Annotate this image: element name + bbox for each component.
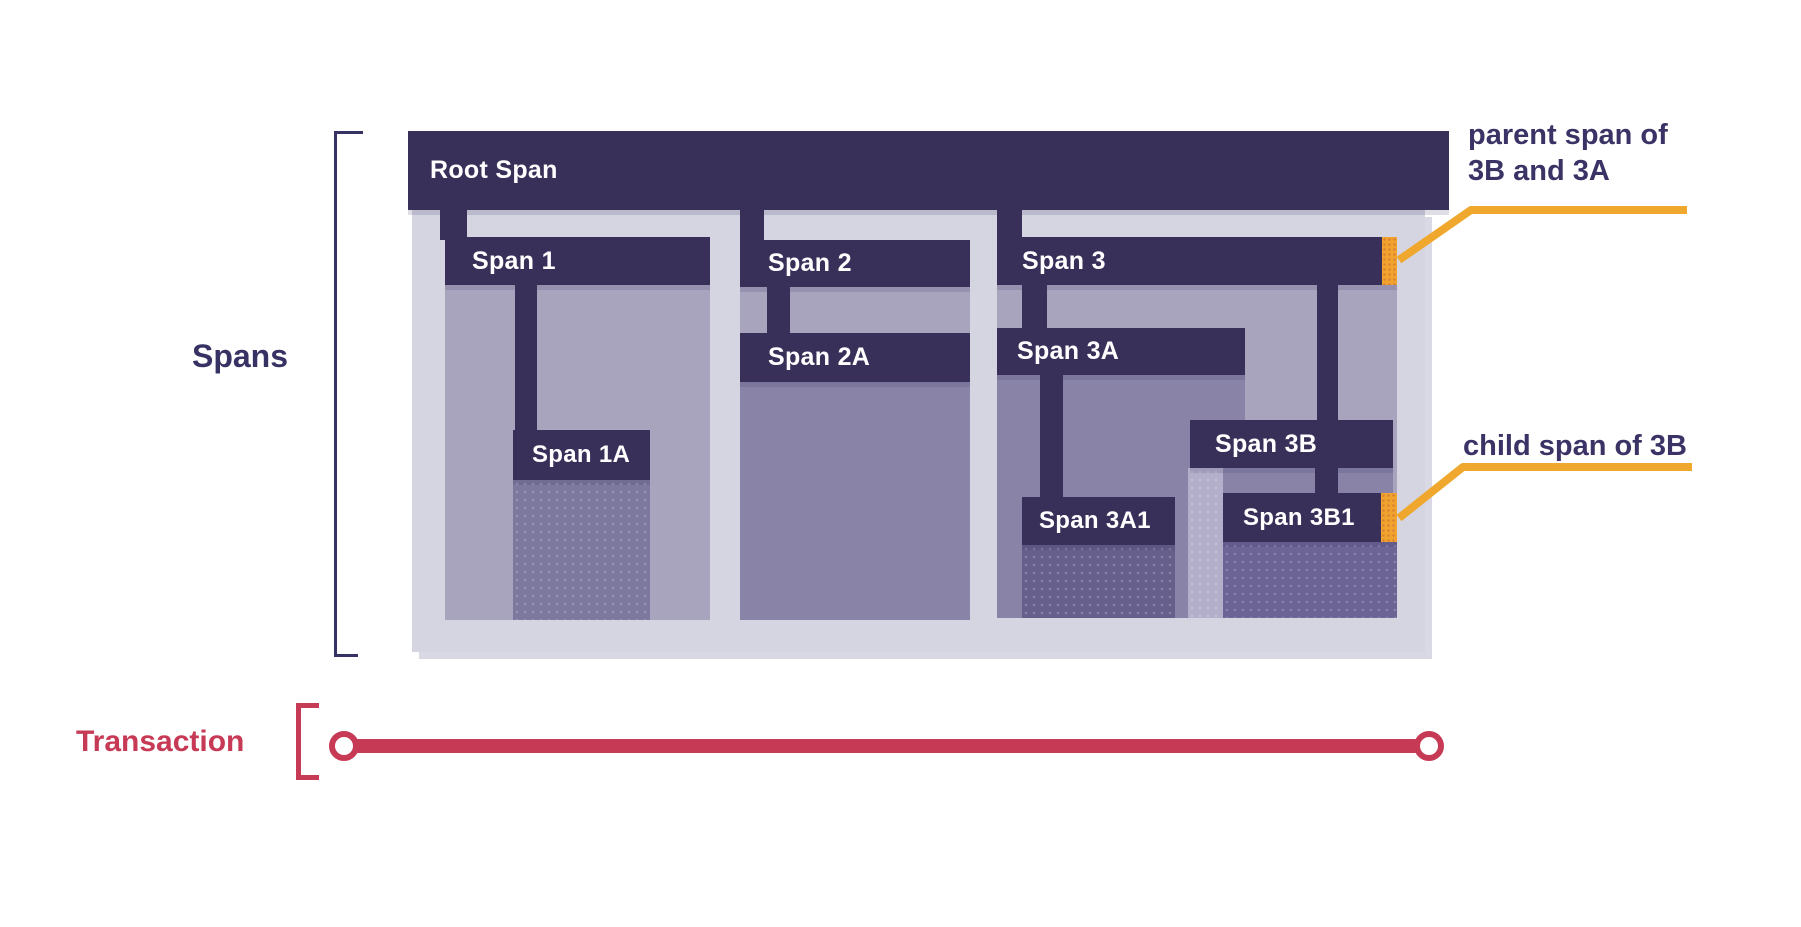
- connector-span3-to-span3b: [1317, 283, 1338, 423]
- span3b-label: Span 3B: [1215, 429, 1318, 458]
- span3a1-label: Span 3A1: [1039, 507, 1151, 534]
- span3b1-duration-body: [1223, 542, 1397, 618]
- span2a-duration-body: [740, 382, 970, 620]
- span3b1-label: Span 3B1: [1243, 503, 1355, 531]
- transaction-start-circle: [329, 731, 359, 761]
- span3-bar: Span 3: [997, 237, 1397, 285]
- spans-bracket-vertical: [334, 131, 337, 657]
- child-annotation-text: child span of 3B: [1463, 430, 1687, 462]
- span3b1-child-highlight-marker: [1381, 493, 1397, 542]
- parent-annotation-line: [1396, 206, 1687, 264]
- span3a1-bar: Span 3A1: [1022, 497, 1175, 545]
- span3b-duration-body: [1188, 468, 1223, 618]
- span1a-label: Span 1A: [532, 441, 631, 468]
- span3b-bar: Span 3B: [1190, 420, 1393, 468]
- transaction-bracket-vertical: [296, 703, 301, 780]
- span2-label: Span 2: [768, 249, 852, 277]
- span3a-label: Span 3A: [1017, 337, 1120, 365]
- transaction-bracket-bottom-arm: [296, 775, 319, 780]
- connector-root-to-span1: [440, 210, 467, 240]
- spans-label: Spans: [191, 338, 289, 374]
- transaction-label: Transaction: [76, 725, 245, 758]
- spans-bracket-bottom-arm: [334, 654, 358, 657]
- span1-label: Span 1: [472, 246, 556, 275]
- connector-span3-to-span3a: [1022, 283, 1047, 331]
- transaction-bracket-top-arm: [296, 703, 319, 708]
- spans-bracket-top-arm: [334, 131, 363, 134]
- parent-annotation-text: parent span of 3B and 3A: [1468, 117, 1668, 189]
- connector-span3a-to-span3a1: [1040, 375, 1063, 500]
- parent-annotation-line2: 3B and 3A: [1468, 155, 1610, 187]
- span3-parent-highlight-marker: [1382, 237, 1397, 285]
- connector-span3b-to-span3b1: [1315, 468, 1338, 496]
- span3a-bar: Span 3A: [997, 328, 1245, 375]
- span3a1-duration-body: [1022, 545, 1175, 618]
- connector-root-to-span2: [740, 210, 764, 243]
- span3b-inner-strip: [1223, 468, 1393, 495]
- parent-annotation-line1: parent span of: [1468, 119, 1668, 151]
- transaction-end-circle: [1414, 731, 1444, 761]
- span3-label: Span 3: [1022, 246, 1106, 275]
- span3b1-bar: Span 3B1: [1223, 493, 1397, 542]
- connector-root-to-span3: [997, 210, 1022, 240]
- span1a-bar: Span 1A: [513, 430, 650, 480]
- connector-span1-to-span1a: [515, 285, 537, 433]
- root-span-bar: Root Span: [408, 131, 1449, 210]
- span2a-label: Span 2A: [768, 343, 871, 371]
- span1a-duration-body: [513, 480, 650, 620]
- span1-bar: Span 1: [445, 237, 710, 285]
- connector-span2-to-span2a: [767, 287, 790, 336]
- root-span-label: Root Span: [430, 156, 558, 184]
- span2-bar: Span 2: [740, 240, 970, 287]
- child-annotation-line: [1396, 463, 1692, 522]
- span2a-bar: Span 2A: [740, 333, 970, 382]
